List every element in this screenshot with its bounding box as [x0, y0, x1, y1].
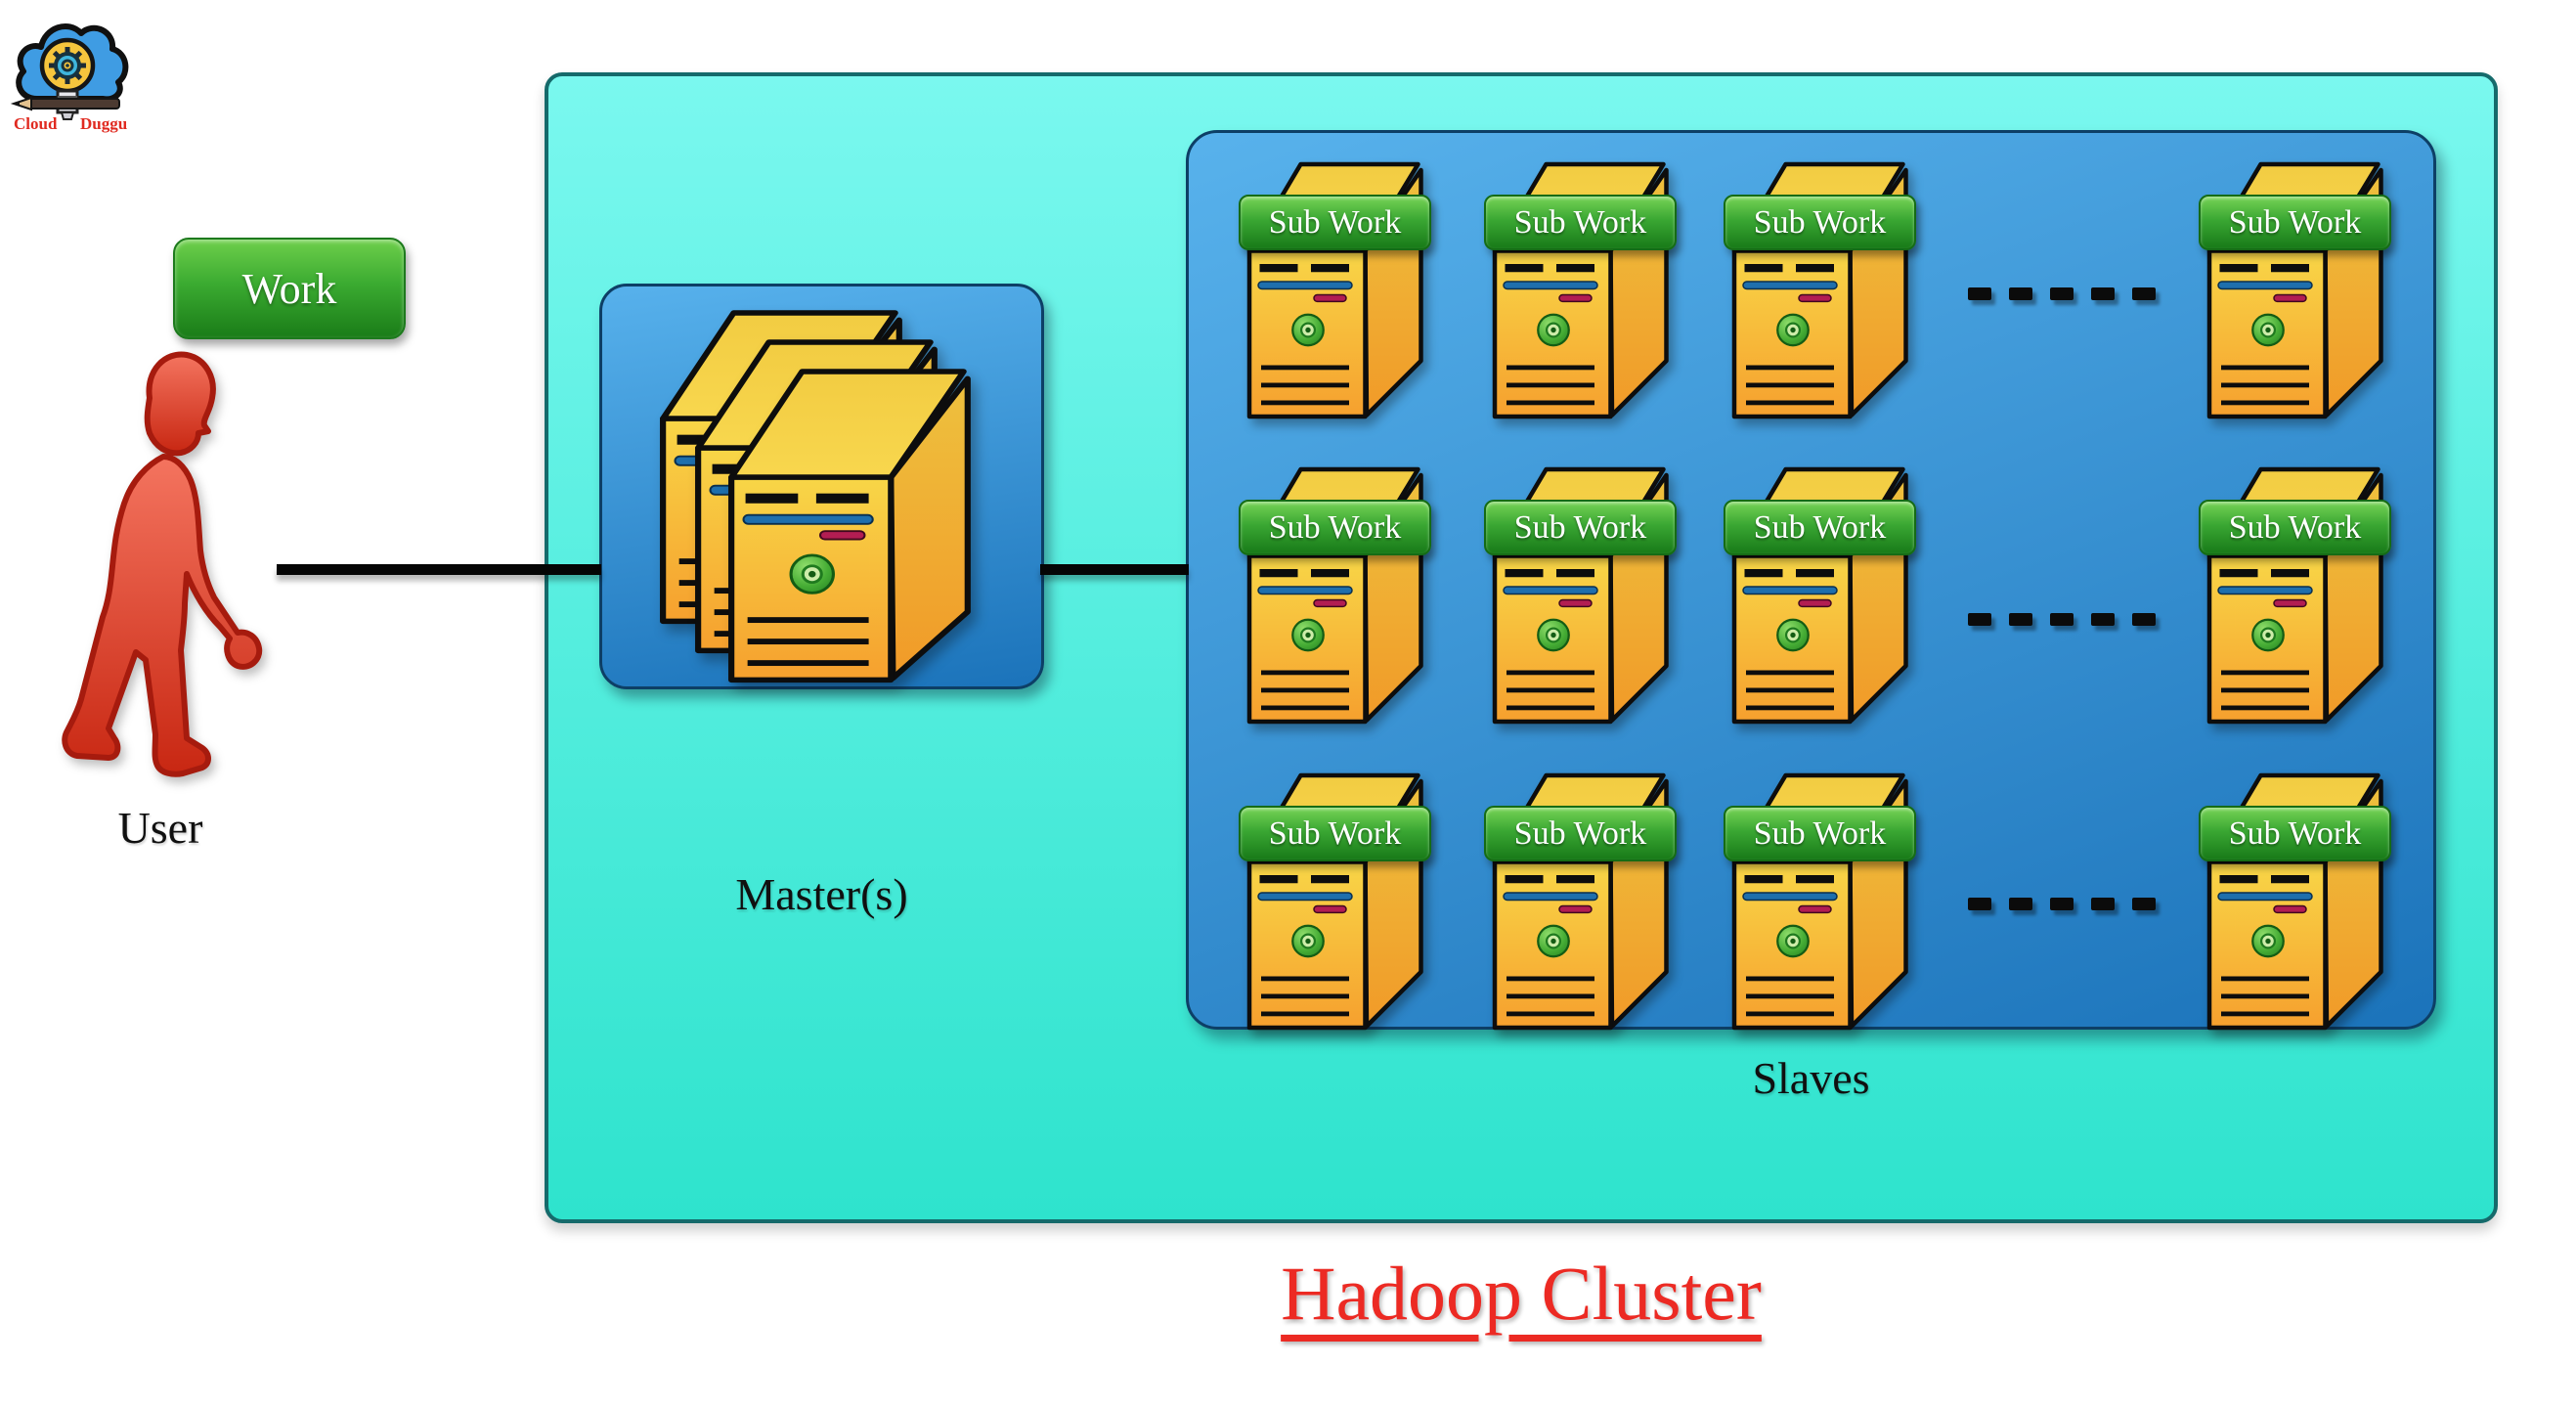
- sub-work-banner: Sub Work: [2199, 806, 2391, 861]
- dash: [1968, 287, 1991, 300]
- sub-work-label: Sub Work: [1268, 508, 1402, 546]
- connector-master-slaves: [1040, 564, 1189, 575]
- slave-server: Sub Work: [1724, 155, 1916, 419]
- dash: [2132, 287, 2156, 300]
- dash: [2050, 898, 2074, 910]
- slaves-label: Slaves: [1752, 1053, 1870, 1103]
- slaves-box: Sub Work Sub Work Sub Work Sub Work Sub …: [1186, 130, 2436, 1030]
- page-title-text: Hadoop Cluster: [1281, 1251, 1762, 1336]
- sub-work-banner: Sub Work: [1239, 195, 1431, 250]
- sub-work-banner: Sub Work: [1484, 195, 1677, 250]
- slave-server: Sub Work: [1239, 767, 1431, 1031]
- user-head: [144, 351, 216, 457]
- sub-work-label: Sub Work: [1753, 203, 1887, 241]
- page-title: Hadoop Cluster: [545, 1250, 2498, 1338]
- sub-work-label: Sub Work: [1753, 508, 1887, 546]
- dash: [2091, 898, 2115, 910]
- master-label: Master(s): [735, 869, 908, 919]
- connector-user-master: [277, 564, 601, 575]
- sub-work-label: Sub Work: [2228, 508, 2362, 546]
- sub-work-label: Sub Work: [1268, 203, 1402, 241]
- sub-work-label: Sub Work: [2228, 815, 2362, 852]
- sub-work-banner: Sub Work: [1239, 806, 1431, 861]
- slave-server: Sub Work: [1724, 767, 1916, 1031]
- slave-server: Sub Work: [1484, 767, 1677, 1031]
- logo-text-cloud: Cloud: [14, 114, 58, 133]
- dash: [1968, 613, 1991, 626]
- cloudduggu-logo: Cloud Duggu: [10, 22, 129, 133]
- sub-work-label: Sub Work: [1268, 815, 1402, 852]
- dash: [2009, 287, 2032, 300]
- pencil-icon: [10, 96, 120, 111]
- ellipsis-dashes: [1968, 898, 2156, 910]
- sub-work-label: Sub Work: [1513, 508, 1647, 546]
- sub-work-banner: Sub Work: [1484, 806, 1677, 861]
- slave-server: Sub Work: [1484, 461, 1677, 725]
- sub-work-label: Sub Work: [2228, 203, 2362, 241]
- master-server-icon: [727, 361, 974, 683]
- sub-work-label: Sub Work: [1513, 203, 1647, 241]
- dash: [2091, 613, 2115, 626]
- work-badge: Work: [173, 238, 406, 339]
- sub-work-banner: Sub Work: [1239, 500, 1431, 555]
- user-figure-icon: [62, 351, 263, 777]
- dash: [2050, 613, 2074, 626]
- sub-work-label: Sub Work: [1513, 815, 1647, 852]
- slave-server: Sub Work: [1724, 461, 1916, 725]
- logo-text-duggu: Duggu: [80, 114, 127, 133]
- slave-server: Sub Work: [2199, 767, 2391, 1031]
- dash: [2091, 287, 2115, 300]
- dash: [2009, 613, 2032, 626]
- user-label: User: [117, 803, 203, 853]
- master-box: [599, 284, 1044, 689]
- slave-server: Sub Work: [2199, 155, 2391, 419]
- gear-dot: [65, 64, 69, 67]
- sub-work-banner: Sub Work: [1484, 500, 1677, 555]
- sub-work-label: Sub Work: [1753, 815, 1887, 852]
- user-body: [62, 454, 263, 777]
- sub-work-banner: Sub Work: [2199, 195, 2391, 250]
- slaves-grid: Sub Work Sub Work Sub Work Sub Work Sub …: [1189, 133, 2433, 1027]
- slave-server: Sub Work: [1484, 155, 1677, 419]
- dash: [2132, 613, 2156, 626]
- work-badge-label: Work: [241, 264, 337, 313]
- sub-work-banner: Sub Work: [2199, 500, 2391, 555]
- sub-work-banner: Sub Work: [1724, 806, 1916, 861]
- slave-server: Sub Work: [2199, 461, 2391, 725]
- sub-work-banner: Sub Work: [1724, 500, 1916, 555]
- slave-server: Sub Work: [1239, 155, 1431, 419]
- dash: [2050, 287, 2074, 300]
- ellipsis-dashes: [1968, 287, 2156, 300]
- slave-server: Sub Work: [1239, 461, 1431, 725]
- dash: [2009, 898, 2032, 910]
- sub-work-banner: Sub Work: [1724, 195, 1916, 250]
- ellipsis-dashes: [1968, 613, 2156, 626]
- dash: [1968, 898, 1991, 910]
- dash: [2132, 898, 2156, 910]
